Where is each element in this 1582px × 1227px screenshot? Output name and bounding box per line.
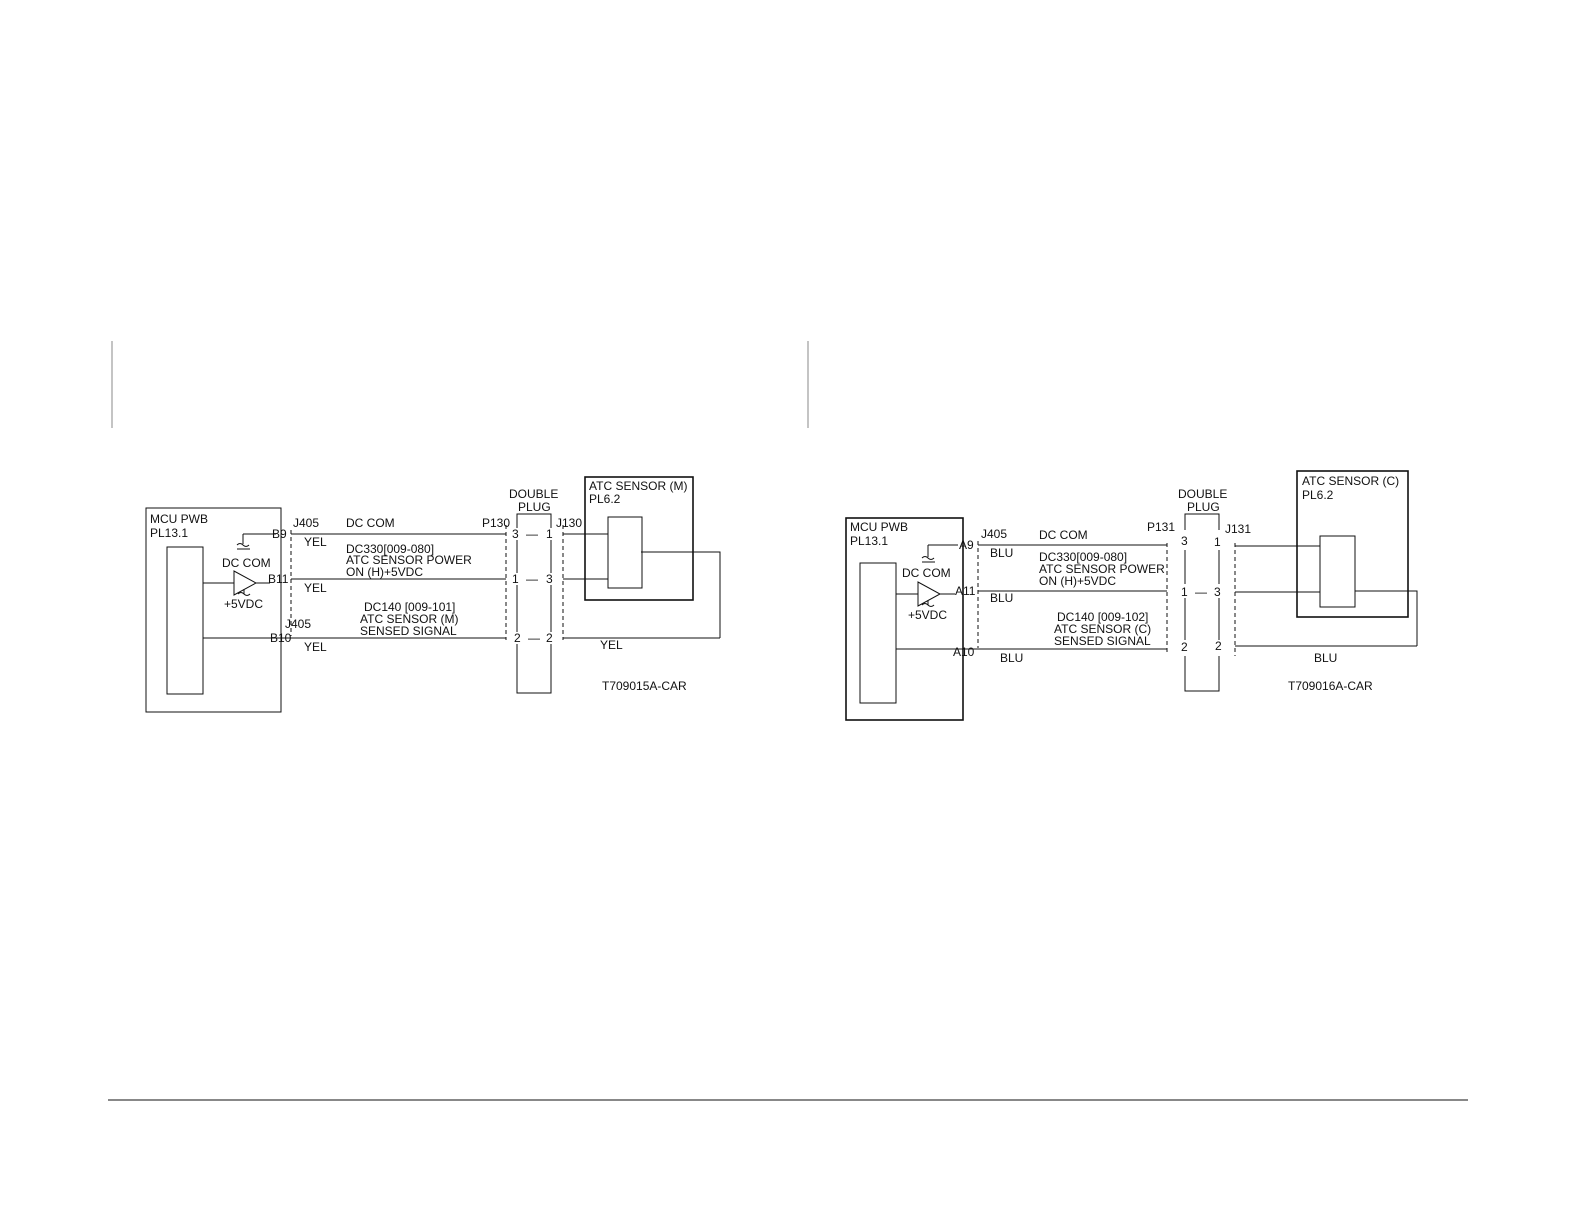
signal-top: DC COM (346, 516, 395, 530)
signal-mid-1: DC330[009-080] (346, 542, 434, 556)
diagram-c: MCU PWB PL13.1 DC COM +5VDC A9 A11 A10 J… (845, 470, 1418, 721)
plug-pin-l-top: 3 (512, 527, 519, 541)
amplifier-icon (233, 570, 258, 596)
board-name: MCU PWB (850, 520, 908, 534)
plug-left-label: P131 (1147, 520, 1175, 534)
plug-pin-l-top: 3 (1181, 534, 1188, 548)
signal-mid-2: ATC SENSOR POWER (1039, 562, 1165, 576)
signal-bot-2: ATC SENSOR (M) (360, 612, 458, 626)
plug-body-bottom (516, 644, 552, 694)
plug-pin-r-top: 1 (546, 527, 553, 541)
connector-j405-mid: J405 (285, 617, 311, 631)
plug-pin-r-top: 1 (1214, 535, 1221, 549)
connector-j405-top: J405 (293, 516, 319, 530)
plug-pin-r-bot: 2 (1215, 639, 1222, 653)
figure-id: T709015A-CAR (602, 679, 687, 693)
plug-pin-l-mid: 1 (1181, 585, 1188, 599)
plug-pin-l-mid: 1 (512, 572, 519, 586)
plug-dash-bot: — (528, 631, 540, 645)
plug-body-top (516, 513, 552, 528)
plug-right-label: J130 (556, 516, 582, 530)
pin-bot: A10 (953, 645, 975, 659)
wire-color-bot: BLU (1000, 651, 1023, 665)
mcu-pwb-board (845, 517, 964, 721)
ground-icon (921, 556, 935, 563)
signal-mid-2: ATC SENSOR POWER (346, 553, 472, 567)
plug-right-label: J131 (1225, 522, 1251, 536)
plug-dash-mid: — (1195, 585, 1207, 599)
sensor-pl: PL6.2 (589, 492, 621, 506)
signal-top: DC COM (1039, 528, 1088, 542)
wire-color-mid: BLU (990, 591, 1013, 605)
board-pl: PL13.1 (150, 526, 188, 540)
ground-label: DC COM (222, 556, 271, 570)
wire-color-return: BLU (1314, 651, 1337, 665)
wire-color-mid: YEL (304, 581, 327, 595)
signal-mid-3: ON (H)+5VDC (1039, 574, 1116, 588)
plug-left-label: P130 (482, 516, 510, 530)
atc-sensor-element (607, 516, 643, 589)
wire-return (641, 551, 721, 638)
wire-color-bot: YEL (304, 640, 327, 654)
signal-mid-1: DC330[009-080] (1039, 550, 1127, 564)
atc-sensor-box (1296, 470, 1409, 618)
sensor-pl: PL6.2 (1302, 488, 1334, 502)
connector-j405-top: J405 (981, 527, 1007, 541)
plug-body-bottom (1184, 656, 1220, 692)
signal-mid-3: ON (H)+5VDC (346, 565, 423, 579)
plug-title-1: DOUBLE (1178, 487, 1227, 501)
board-name: MCU PWB (150, 512, 208, 526)
plug-title-1: DOUBLE (509, 487, 558, 501)
signal-bot-1: DC140 [009-102] (1057, 610, 1148, 624)
atc-sensor-box (584, 476, 694, 601)
amplifier-icon (917, 581, 942, 607)
sensor-name: ATC SENSOR (C) (1302, 474, 1399, 488)
plug-pin-r-mid: 3 (546, 572, 553, 586)
atc-sensor-element (1319, 535, 1356, 608)
signal-bot-2: ATC SENSOR (C) (1054, 622, 1151, 636)
signal-bot-3: SENSED SIGNAL (360, 624, 457, 638)
pin-top: A9 (959, 538, 974, 552)
pin-mid: A11 (955, 584, 976, 598)
plug-title-2: PLUG (1187, 500, 1220, 514)
mcu-pwb-board (145, 507, 282, 713)
plug-title-2: PLUG (518, 500, 551, 514)
plug-dash-mid: — (526, 572, 538, 586)
sensor-name: ATC SENSOR (M) (589, 479, 687, 493)
ground-label: DC COM (902, 566, 951, 580)
supply-label: +5VDC (908, 608, 947, 622)
supply-label: +5VDC (224, 597, 263, 611)
plug-pin-l-bot: 2 (1181, 640, 1188, 654)
pin-mid: B11 (268, 572, 289, 586)
plug-pin-l-bot: 2 (514, 631, 521, 645)
figure-id: T709016A-CAR (1288, 679, 1373, 693)
signal-bot-3: SENSED SIGNAL (1054, 634, 1151, 648)
plug-pin-r-bot: 2 (546, 631, 553, 645)
wire-color-top: BLU (990, 546, 1013, 560)
plug-pin-r-mid: 3 (1214, 585, 1221, 599)
board-pl: PL13.1 (850, 534, 888, 548)
wire-color-return: YEL (600, 638, 623, 652)
signal-bot-1: DC140 [009-101] (364, 600, 455, 614)
plug-body-top (1184, 513, 1220, 530)
mcu-pwb-chip (166, 546, 204, 695)
wire-return (1355, 590, 1418, 646)
plug-dash-top: — (526, 527, 538, 541)
pin-top: B9 (272, 527, 287, 541)
ground-icon (236, 543, 250, 550)
wire-color-top: YEL (304, 535, 327, 549)
diagram-m: MCU PWB PL13.1 DC COM +5VDC B9 B11 B10 J… (145, 476, 721, 713)
mcu-pwb-chip (859, 562, 897, 704)
